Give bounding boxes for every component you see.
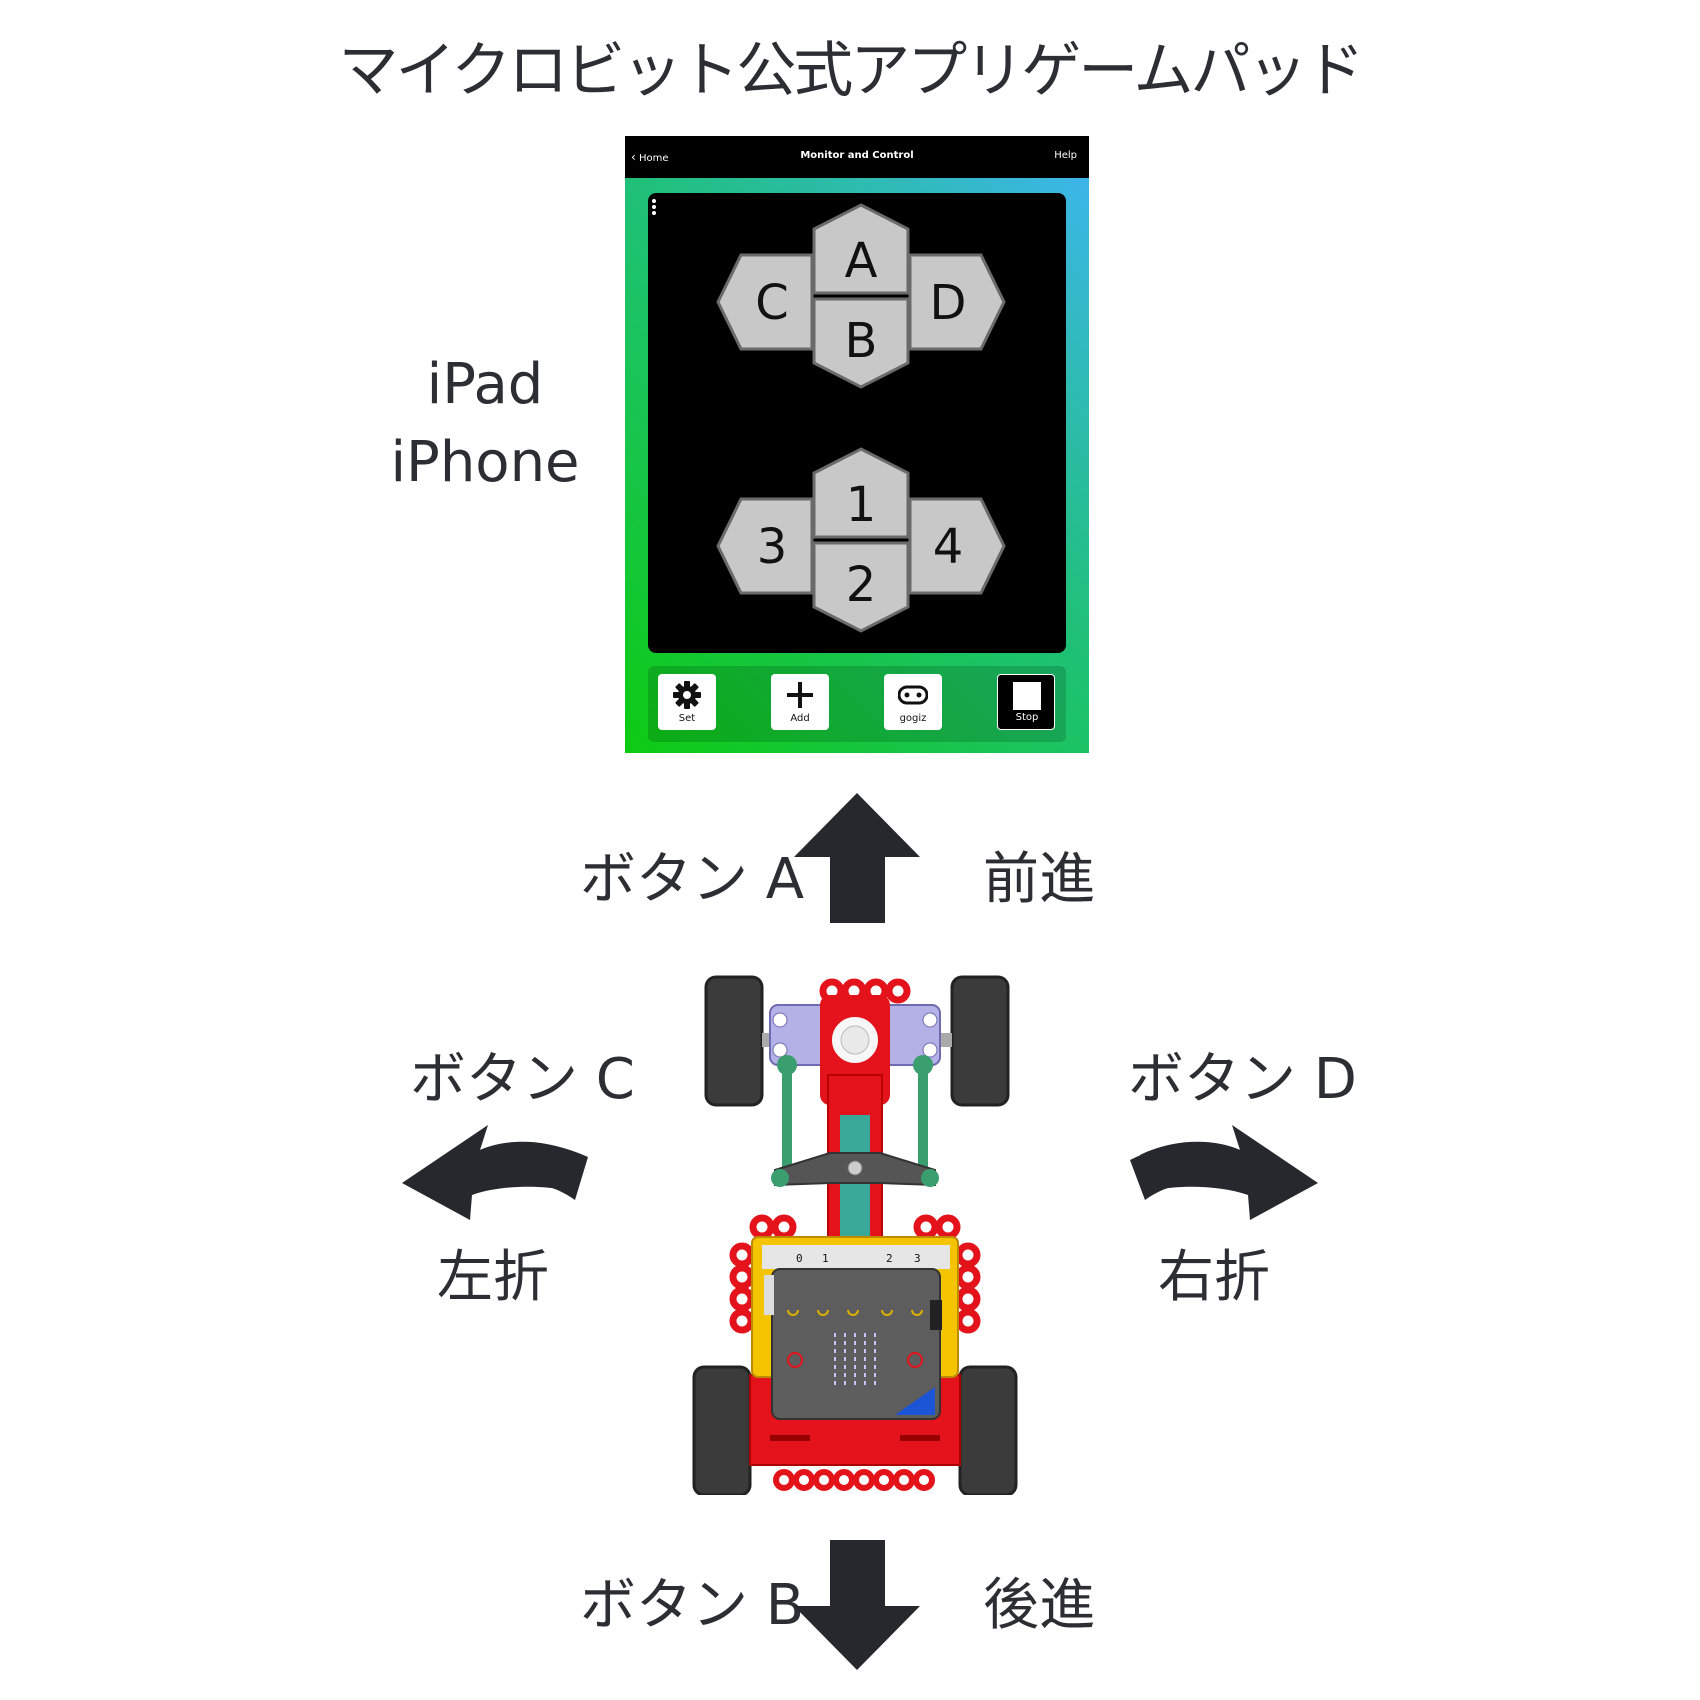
- device-label-iphone: iPhone: [390, 430, 580, 495]
- more-vertical-icon[interactable]: [652, 199, 658, 219]
- arrow-up-icon: [794, 793, 920, 923]
- robot-car-image: 0 1 2 3: [692, 975, 1018, 1495]
- pad-label-b: B: [845, 313, 878, 369]
- pad-label-4: 4: [933, 519, 964, 575]
- gamepad-panel: C A B D 3 1 2 4: [648, 193, 1066, 653]
- pin-label-3: 3: [914, 1252, 921, 1265]
- set-button[interactable]: Set: [658, 674, 716, 730]
- back-label: Home: [639, 153, 669, 164]
- plus-icon: [787, 682, 813, 708]
- pad-label-1: 1: [846, 477, 877, 533]
- pad-button-1[interactable]: 1: [812, 447, 910, 539]
- help-button[interactable]: Help: [1054, 150, 1077, 161]
- pad-label-3: 3: [757, 519, 788, 575]
- set-label: Set: [678, 713, 696, 724]
- chevron-left-icon: ‹: [631, 150, 636, 164]
- device-label: gogiz: [899, 713, 927, 724]
- right-button-label: ボタン D: [1128, 1047, 1357, 1112]
- pad-label-a: A: [845, 233, 878, 289]
- right-action-label: 右折: [1158, 1245, 1270, 1310]
- backward-button-label: ボタン B: [580, 1573, 805, 1638]
- pin-label-2: 2: [886, 1252, 893, 1265]
- device-button[interactable]: gogiz: [884, 674, 942, 730]
- pad-button-4[interactable]: 4: [908, 497, 1006, 595]
- forward-button-label: ボタン A: [580, 847, 805, 912]
- app-screen: ‹ Home Monitor and Control Help C A B D …: [625, 136, 1089, 753]
- pad-label-c: C: [755, 275, 789, 331]
- back-button[interactable]: ‹ Home: [631, 150, 669, 164]
- forward-action-label: 前進: [983, 847, 1095, 912]
- pad-label-2: 2: [846, 557, 877, 613]
- bottom-toolbar: Set Add gogiz Stop: [648, 666, 1066, 742]
- pin-label-0: 0: [796, 1252, 803, 1265]
- left-button-label: ボタン C: [410, 1047, 635, 1112]
- device-label-ipad: iPad: [426, 352, 544, 417]
- pad-button-c[interactable]: C: [716, 253, 814, 351]
- left-action-label: 左折: [437, 1245, 549, 1310]
- pad-button-d[interactable]: D: [908, 253, 1006, 351]
- pin-label-1: 1: [822, 1252, 829, 1265]
- stop-icon: [1013, 682, 1041, 710]
- pad-button-2[interactable]: 2: [812, 541, 910, 633]
- backward-action-label: 後進: [983, 1573, 1095, 1638]
- pad-label-d: D: [930, 275, 967, 331]
- add-label: Add: [790, 713, 810, 724]
- turn-left-arrow-icon: [402, 1125, 588, 1220]
- nav-bar: ‹ Home Monitor and Control Help: [625, 136, 1089, 178]
- turn-right-arrow-icon: [1130, 1125, 1318, 1220]
- page-title: マイクロビット公式アプリゲームパッド: [338, 36, 1365, 106]
- gear-icon: [673, 681, 701, 709]
- pad-button-b[interactable]: B: [812, 297, 910, 389]
- stop-button[interactable]: Stop: [997, 674, 1055, 730]
- pad-button-3[interactable]: 3: [716, 497, 814, 595]
- add-button[interactable]: Add: [771, 674, 829, 730]
- pad-button-a[interactable]: A: [812, 203, 910, 295]
- microbit-icon: [898, 685, 928, 705]
- stop-label: Stop: [1015, 712, 1039, 723]
- arrow-down-icon: [794, 1540, 920, 1670]
- nav-title: Monitor and Control: [800, 150, 914, 161]
